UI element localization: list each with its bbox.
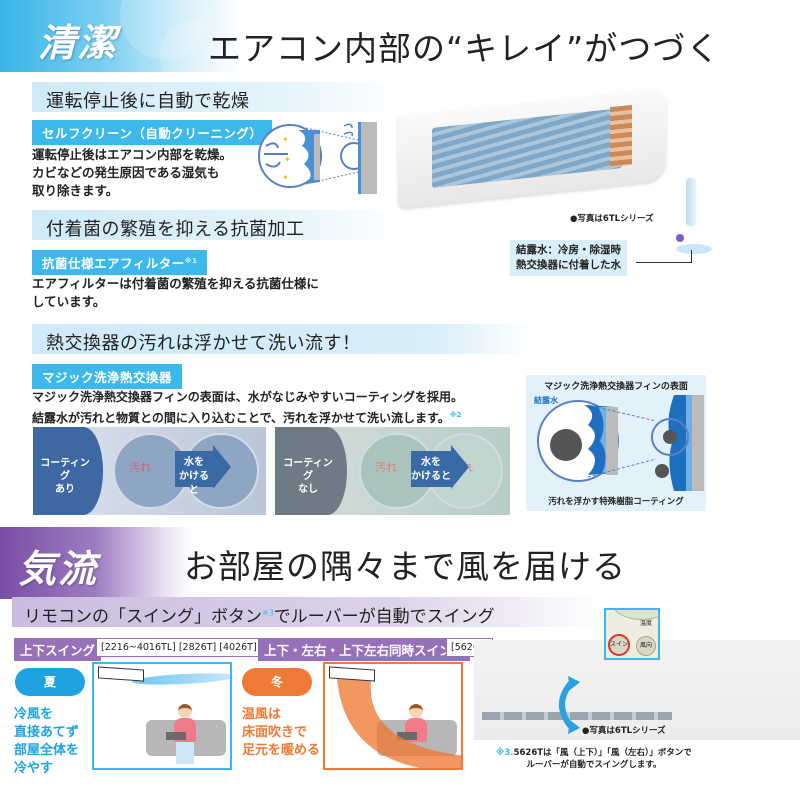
cleanliness-header-band xyxy=(0,0,240,90)
summer-description: 冷風を 直接あてず 部屋全体を 冷やす xyxy=(14,707,80,776)
mode-tag-all-directions: 上下・左右・上下左右同時スイング xyxy=(258,638,471,661)
tag-magic-wash: マジック洗浄熱交換器 xyxy=(32,364,183,389)
section-title-heat-exchanger: 熱交換器の汚れは浮かせて洗い流す！ xyxy=(32,324,532,354)
body-antibacterial: エアフィルターは付着菌の繁殖を抑える抗菌仕様に しています。 xyxy=(32,276,319,309)
droplet-icon xyxy=(676,234,684,242)
arrow-add-water: 水を かけると xyxy=(411,445,469,489)
fin-magnified-icon xyxy=(537,395,704,491)
tag-self-clean: セルフクリーン（自動クリーニング） xyxy=(32,120,273,145)
ac-unit-photo xyxy=(398,87,668,209)
callout-line-v xyxy=(691,250,692,263)
svg-text:✦: ✦ xyxy=(282,173,289,182)
swing-arrow-icon xyxy=(559,676,580,734)
season-summer-badge: 夏 xyxy=(15,668,85,696)
mode-models-vertical: [2216~4016TL] [2826T] [4026T] xyxy=(96,638,262,657)
summer-illustration xyxy=(92,662,232,770)
winter-description: 温風は 床面吹きで 足元を暖める xyxy=(242,707,321,758)
fin-surface-diagram: マジック洗浄熱交換器フィンの表面 結露水 汚れを浮かす特殊樹脂コーティング xyxy=(526,375,706,511)
remote-control-inset: 温度 スイング 風向 xyxy=(604,608,660,660)
winter-illustration xyxy=(323,662,463,770)
headline-airflow: お部屋の隅々まで風を届ける xyxy=(184,547,626,586)
arrow-add-water: 水を かけると xyxy=(175,445,231,496)
category-title-airflow: 気流 xyxy=(18,547,99,591)
category-title-cleanliness: 清潔 xyxy=(38,21,119,65)
laptop-icon xyxy=(397,732,417,740)
photo-caption-6tl-airflow: ●写真は6TLシリーズ xyxy=(582,726,666,736)
comparison-coated: コーティング あり 汚れ 水を かけると xyxy=(33,427,266,515)
condensation-callout: 結露水：冷房・除湿時 熱交換器に付着した水 xyxy=(510,240,627,276)
laptop-icon xyxy=(166,732,186,740)
comparison-uncoated: コーティング なし 汚れ 汚れ 水を かけると xyxy=(275,427,510,515)
footnote-3: ※3.5626Tは「風（上下）」「風（左右）」ボタンで ルーバーが自動でスイング… xyxy=(496,748,692,770)
section-title-auto-dry: 運転停止後に自動で乾燥 xyxy=(32,82,400,112)
ac-icon xyxy=(98,666,144,682)
cool-airflow xyxy=(131,671,230,687)
drying-diagram-icon: ✦ ✦ ✦ xyxy=(258,122,377,194)
airflow-header-band xyxy=(0,527,190,599)
person-head xyxy=(178,704,192,718)
person-head xyxy=(409,704,423,718)
swing-button[interactable]: スイング xyxy=(608,634,630,656)
body-self-clean: 運転停止後はエアコン内部を乾燥。 カビなどの発生原因である湿気も 取り除きます。 xyxy=(32,147,233,198)
headline-cleanliness: エアコン内部の“キレイ”がつづく xyxy=(208,29,721,68)
svg-text:✦: ✦ xyxy=(282,135,289,144)
drain-pipe xyxy=(686,178,696,226)
water-puddle xyxy=(676,244,712,254)
body-magic-wash: マジック洗浄熱交換器フィンの表面は、水がなじみやすいコーティングを採用。 結露水… xyxy=(32,390,464,425)
section-title-antibacterial: 付着菌の繁殖を抑える抗菌加工 xyxy=(32,210,400,240)
warm-airflow xyxy=(337,678,461,768)
svg-text:✦: ✦ xyxy=(284,155,291,164)
swing-feature-bar: リモコンの「スイング」ボタン※3でルーバーが自動でスイング xyxy=(12,597,602,627)
callout-line xyxy=(636,262,692,263)
photo-caption-6tl: ●写真は6TLシリーズ xyxy=(570,214,654,224)
wind-direction-button[interactable]: 風向 xyxy=(636,636,656,656)
mode-tag-vertical: 上下スイング xyxy=(14,638,102,661)
season-winter-badge: 冬 xyxy=(242,668,312,696)
tag-antibacterial-filter: 抗菌仕様エアフィルター※1 xyxy=(32,250,208,275)
